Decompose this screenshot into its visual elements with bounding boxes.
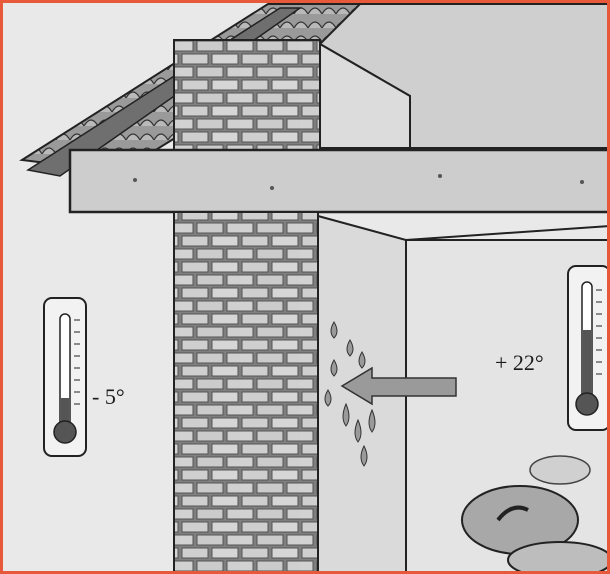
inside-thermometer-icon [568, 266, 610, 430]
concrete-lintel [70, 150, 610, 212]
inside-temperature-label: + 22° [495, 350, 544, 376]
brick-chimney-upper [174, 40, 320, 152]
brick-column [174, 212, 318, 574]
outside-temperature-label: - 5° [92, 384, 125, 410]
outside-thermometer-icon [44, 298, 86, 456]
